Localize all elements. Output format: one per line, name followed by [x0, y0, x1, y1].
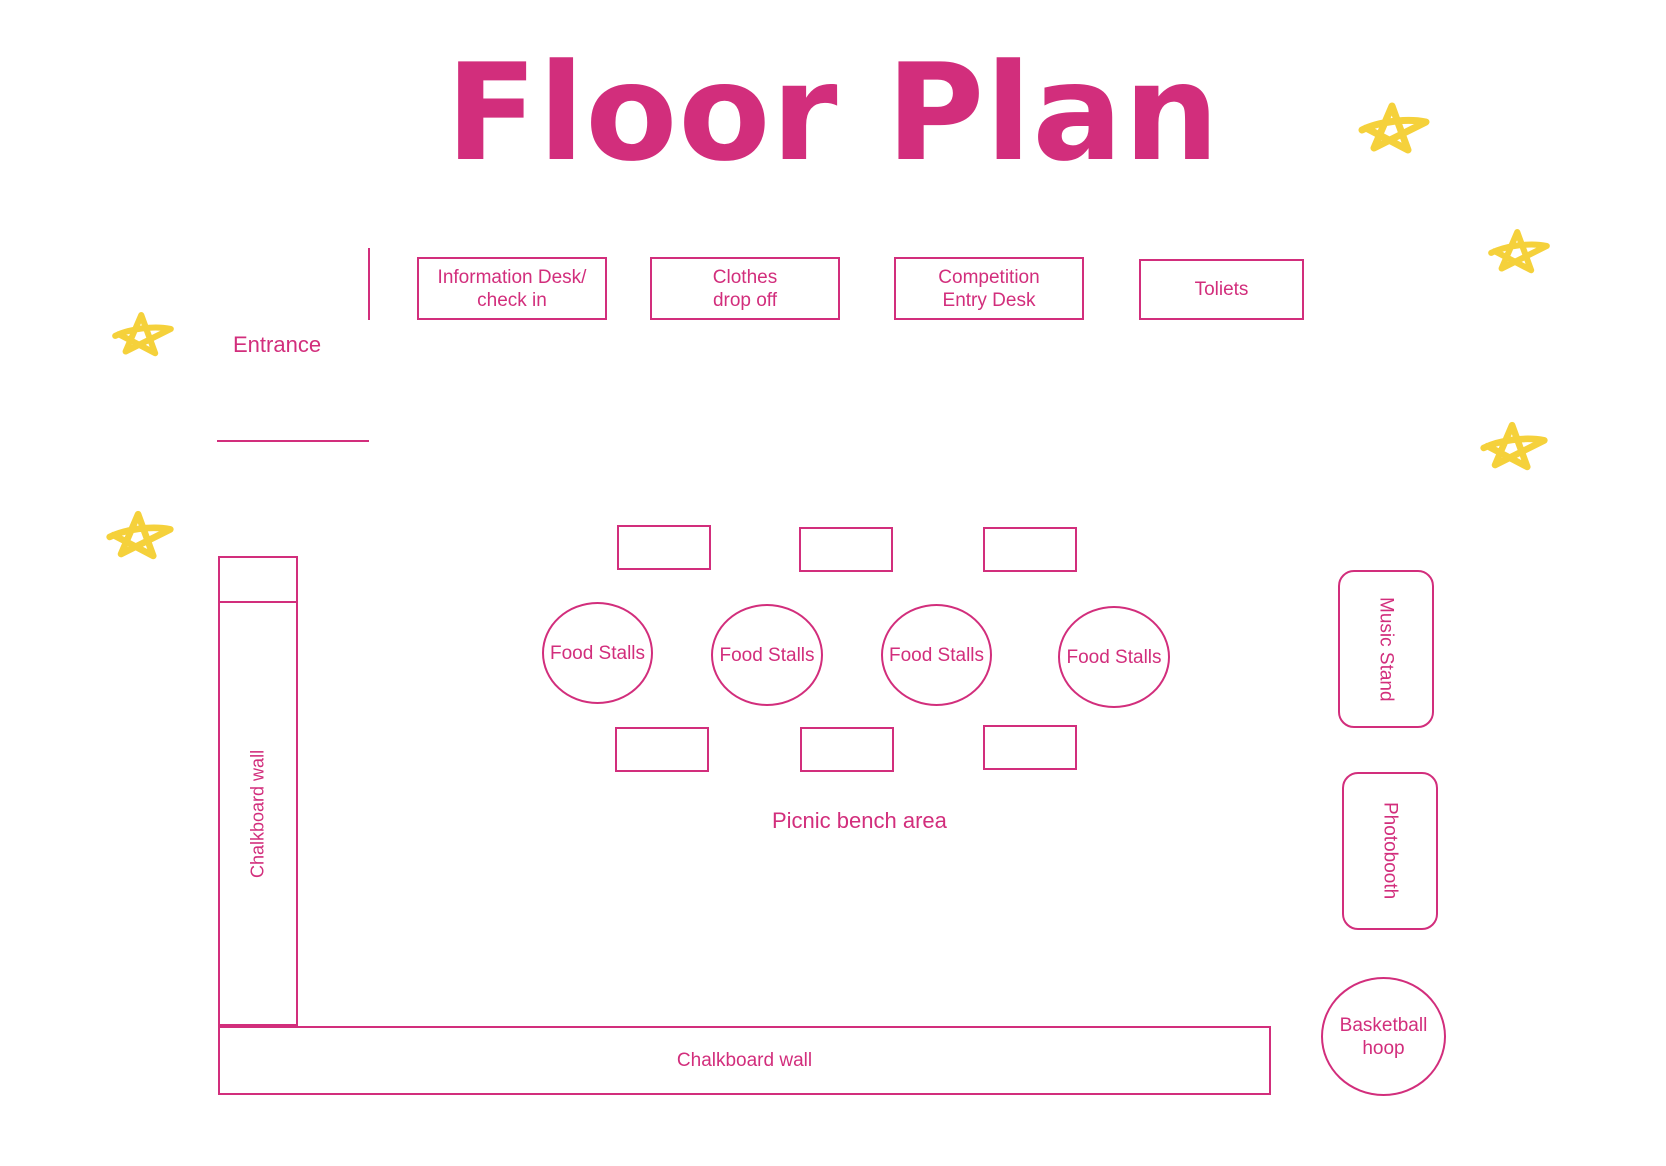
toilets: Toliets: [1139, 259, 1304, 320]
star-icon: [112, 311, 174, 357]
music-stand: Music Stand: [1338, 570, 1434, 728]
competition-entry-desk: Competition Entry Desk: [894, 257, 1084, 320]
page-title: Floor Plan: [445, 35, 1221, 191]
clothes-drop-off: Clothes drop off: [650, 257, 840, 320]
picnic-bench: [615, 727, 709, 772]
bottom-chalkboard-wall: Chalkboard wall: [218, 1026, 1271, 1095]
picnic-bench: [800, 727, 894, 772]
picnic-bench: [617, 525, 711, 570]
star-icon: [1488, 228, 1550, 274]
star-icon: [1480, 421, 1548, 471]
picnic-bench: [983, 725, 1077, 770]
food-stall: Food Stalls: [881, 604, 992, 706]
left-chalkboard-wall: Chalkboard wall: [218, 601, 298, 1026]
food-stall: Food Stalls: [1058, 606, 1170, 708]
information-desk: Information Desk/ check in: [417, 257, 607, 320]
entrance-label: Entrance: [233, 332, 322, 357]
picnic-bench: [799, 527, 893, 572]
star-icon: [1358, 102, 1430, 154]
picnic-area-label: Picnic bench area: [772, 808, 947, 833]
entrance-wall-horizontal: [217, 440, 369, 442]
entrance-wall-vertical: [368, 248, 370, 320]
star-icon: [106, 510, 174, 560]
basketball-hoop: Basketball hoop: [1321, 977, 1446, 1096]
food-stall: Food Stalls: [711, 604, 823, 706]
photobooth: Photobooth: [1342, 772, 1438, 930]
picnic-bench: [983, 527, 1077, 572]
left-wall-cap: [218, 556, 298, 603]
food-stall: Food Stalls: [542, 602, 653, 704]
